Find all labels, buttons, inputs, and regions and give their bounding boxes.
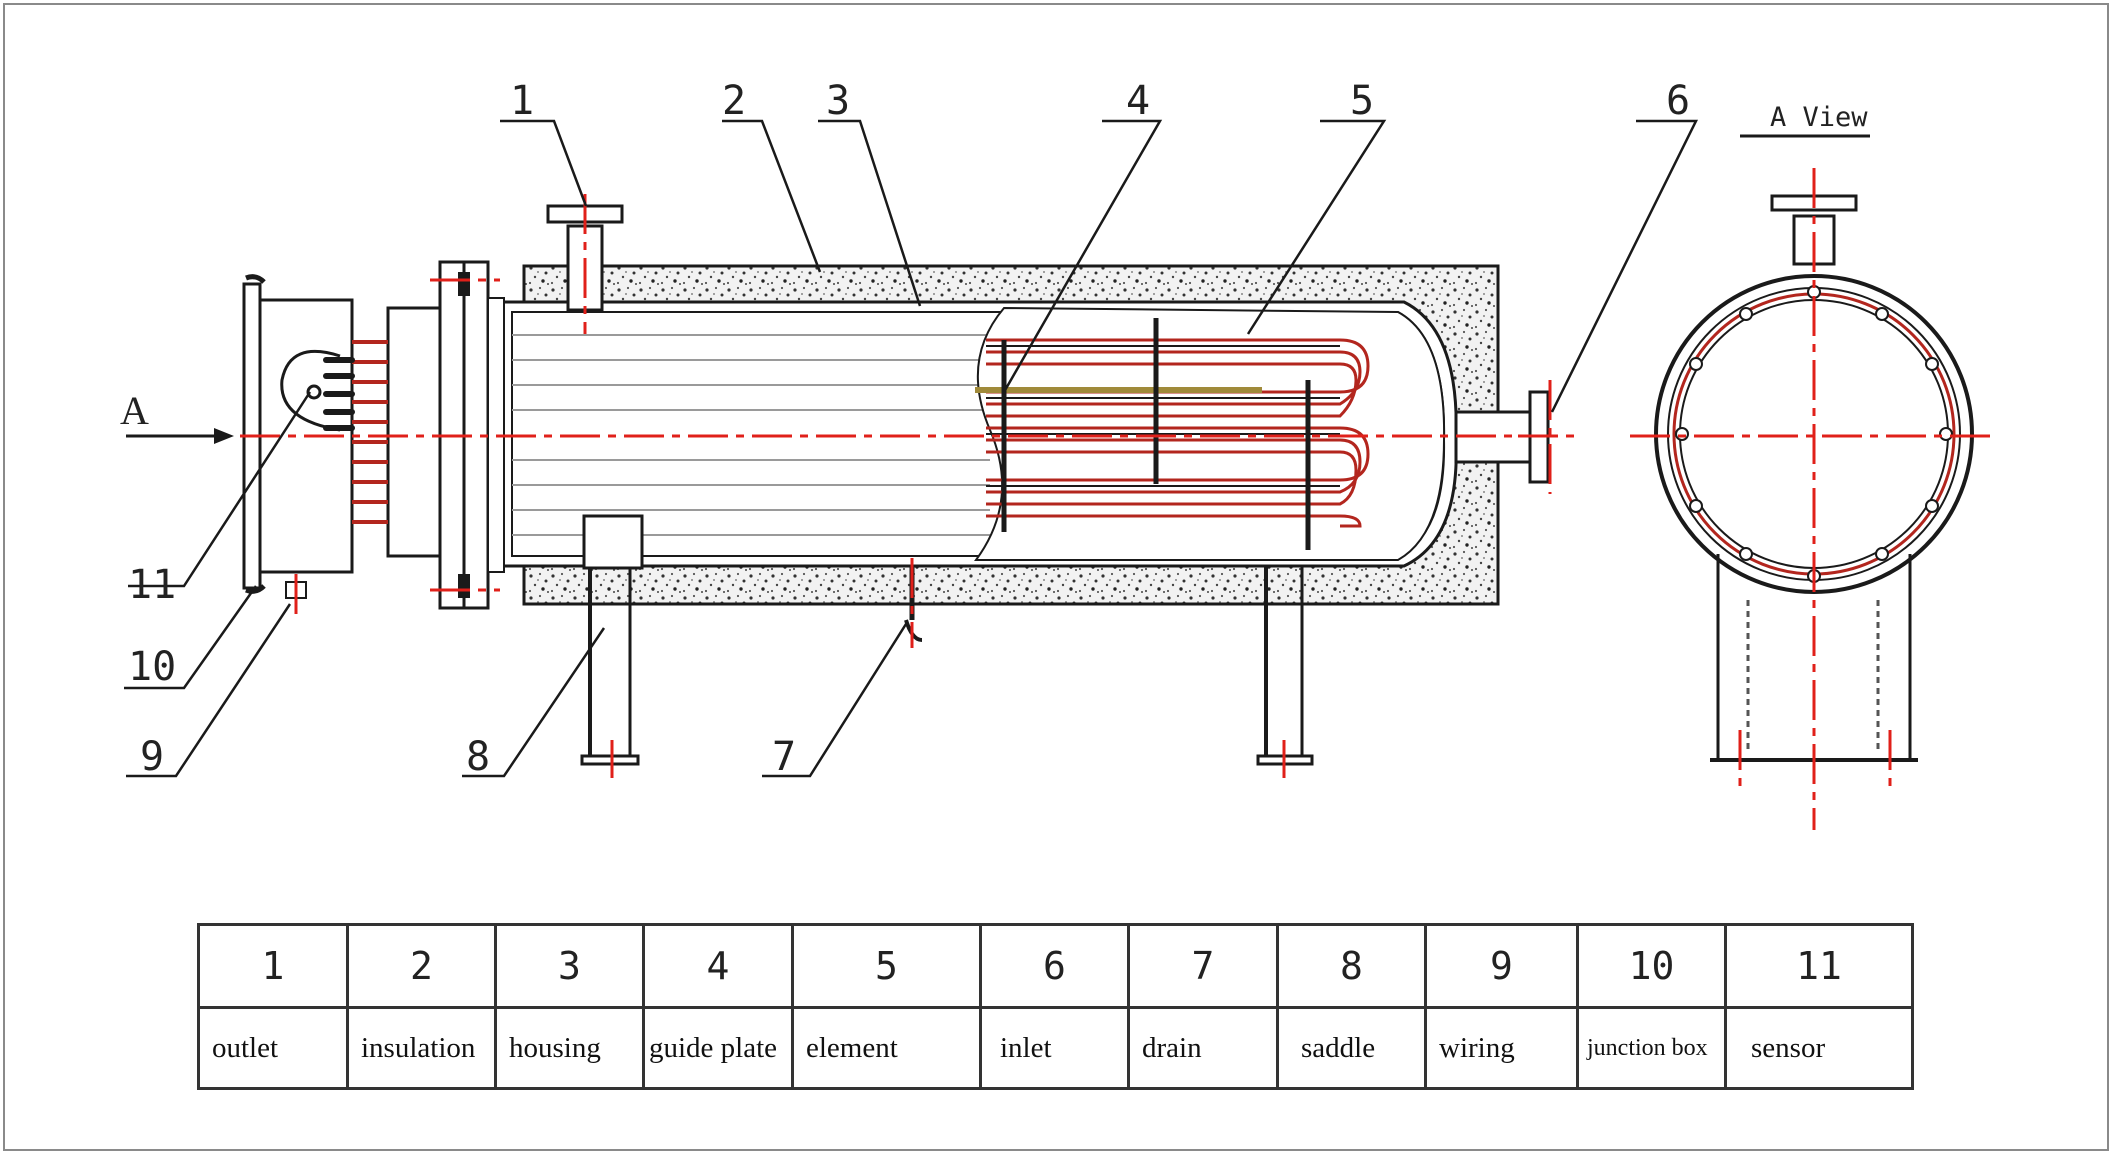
parts-legend-table: 1 2 3 4 5 6 7 8 9 10 11 outlet insulatio…: [197, 923, 1914, 1090]
legend-number-cell: 9: [1424, 923, 1579, 1009]
callout-5: 5: [1350, 78, 1374, 124]
callout-2: 2: [722, 78, 746, 124]
legend-name-cell: guide plate: [642, 1006, 794, 1090]
legend-name-cell: housing: [494, 1006, 645, 1090]
legend-name-cell: outlet: [197, 1006, 349, 1090]
legend-name-cell: junction box: [1576, 1006, 1727, 1090]
callout-4: 4: [1126, 78, 1150, 124]
view-title: A View: [1770, 102, 1868, 133]
callout-9: 9: [140, 734, 164, 780]
centerlines: [240, 194, 1580, 778]
legend-number-cell: 5: [791, 923, 982, 1009]
view-arrow: [126, 428, 234, 444]
legend-number-row: 1 2 3 4 5 6 7 8 9 10 11: [197, 923, 1914, 1009]
legend-number-cell: 10: [1576, 923, 1727, 1009]
legend-number-cell: 3: [494, 923, 645, 1009]
leader-lines: [124, 119, 1699, 778]
legend-name-cell: inlet: [979, 1006, 1130, 1090]
legend-name-cell: insulation: [346, 1006, 497, 1090]
legend-number-cell: 2: [346, 923, 497, 1009]
callout-11: 11: [128, 562, 176, 608]
legend-name-cell: wiring: [1424, 1006, 1579, 1090]
callout-10: 10: [128, 644, 176, 690]
saddle-legs: [580, 514, 1314, 766]
callout-7: 7: [772, 734, 796, 780]
callout-labels: 1 2 3 4 5 6 7 8 9 10 11: [128, 78, 1690, 780]
legend-number-cell: 8: [1276, 923, 1427, 1009]
callout-8: 8: [466, 734, 490, 780]
legend-number-cell: 6: [979, 923, 1130, 1009]
element-bundle: [974, 306, 1446, 561]
legend-name-row: outlet insulation housing guide plate el…: [197, 1006, 1914, 1090]
legend-number-cell: 7: [1127, 923, 1279, 1009]
legend-number-cell: 1: [197, 923, 349, 1009]
legend-name-cell: element: [791, 1006, 982, 1090]
legend-name-cell: saddle: [1276, 1006, 1427, 1090]
end-view: [1630, 134, 1996, 830]
callout-3: 3: [826, 78, 850, 124]
callout-1: 1: [510, 78, 534, 124]
drawing-frame: [3, 3, 2109, 1151]
callout-6: 6: [1666, 78, 1690, 124]
legend-name-cell: drain: [1127, 1006, 1279, 1090]
legend-number-cell: 11: [1724, 923, 1914, 1009]
legend-name-cell: sensor: [1724, 1006, 1914, 1090]
legend-number-cell: 4: [642, 923, 794, 1009]
arrow-label: A: [120, 388, 149, 433]
